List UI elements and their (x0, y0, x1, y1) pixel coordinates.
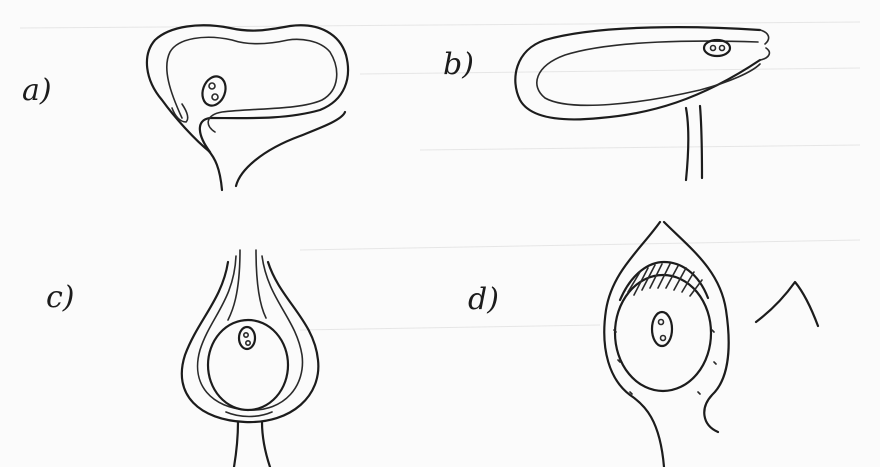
ovule-d-nucleus (659, 320, 664, 325)
ovule-d (604, 222, 728, 467)
stray-pen-mark (756, 282, 818, 326)
label-a: a) (22, 76, 52, 106)
ovule-c-inner-integument (228, 250, 266, 320)
ovule-d-nucellus (615, 275, 711, 391)
label-b: b) (443, 50, 474, 80)
label-d: d) (468, 285, 499, 315)
ovule-b-funiculus-right (700, 106, 702, 178)
ovule-c-chalaza (226, 412, 272, 417)
ovule-d-nucleus-2 (661, 336, 666, 341)
ovule-d-hood-shading (628, 264, 702, 296)
ovule-a-nucleus (209, 83, 215, 89)
ovule-a-embryo-sac (199, 73, 230, 109)
ovule-b-embryo-sac (704, 40, 730, 56)
ovule-c-nucleus-2 (246, 341, 250, 345)
paper-bleed-lines (20, 22, 860, 330)
ovule-d-outer-wall-right (664, 222, 729, 432)
ovule-a-nucleus-2 (212, 94, 218, 100)
ovule-c-funiculus (234, 422, 270, 467)
ovule-b-funiculus (686, 108, 688, 180)
ovule-b-nucleus-2 (720, 46, 725, 51)
ovule-a-funiculus-right (236, 112, 345, 186)
ovule-a-funiculus (208, 150, 222, 190)
ovule-b-inner-wall (537, 41, 760, 105)
label-c: c) (46, 283, 75, 313)
ovule-d-outer-wall (604, 222, 664, 467)
ovule-d-hood (620, 262, 708, 300)
ovule-b-micropyle (760, 30, 769, 60)
ovule-c (182, 250, 319, 467)
ovule-b (515, 27, 769, 180)
ovule-b-nucleus (711, 46, 716, 51)
ovule-a (147, 25, 348, 190)
ovule-c-nucleus (244, 333, 248, 337)
